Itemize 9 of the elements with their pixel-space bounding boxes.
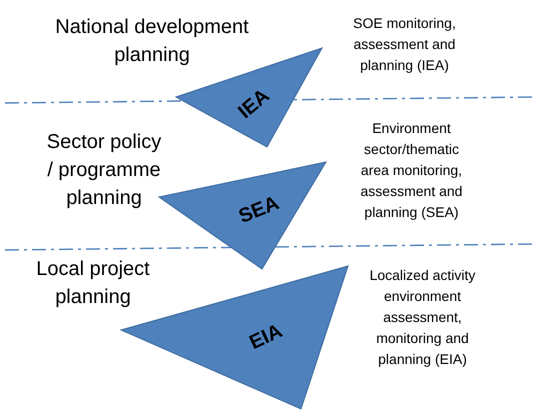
acronym-label: SEA: [236, 193, 282, 227]
acronym-label: EIA: [246, 320, 286, 354]
level-heading: Sector policy / programme planning: [46, 130, 162, 211]
level-heading: Local project planning: [35, 257, 151, 310]
description-text: Localized activity environment assessment, monitoring and planning (EIA): [368, 266, 476, 369]
description-text: Environment sector/thematic area monitoring, assessment and planning (SEA): [360, 119, 464, 222]
level-heading: National development planning: [54, 15, 250, 68]
acronym-label: IEA: [234, 86, 274, 122]
description-text: SOE monitoring, assessment and planning (IEA): [352, 14, 457, 75]
